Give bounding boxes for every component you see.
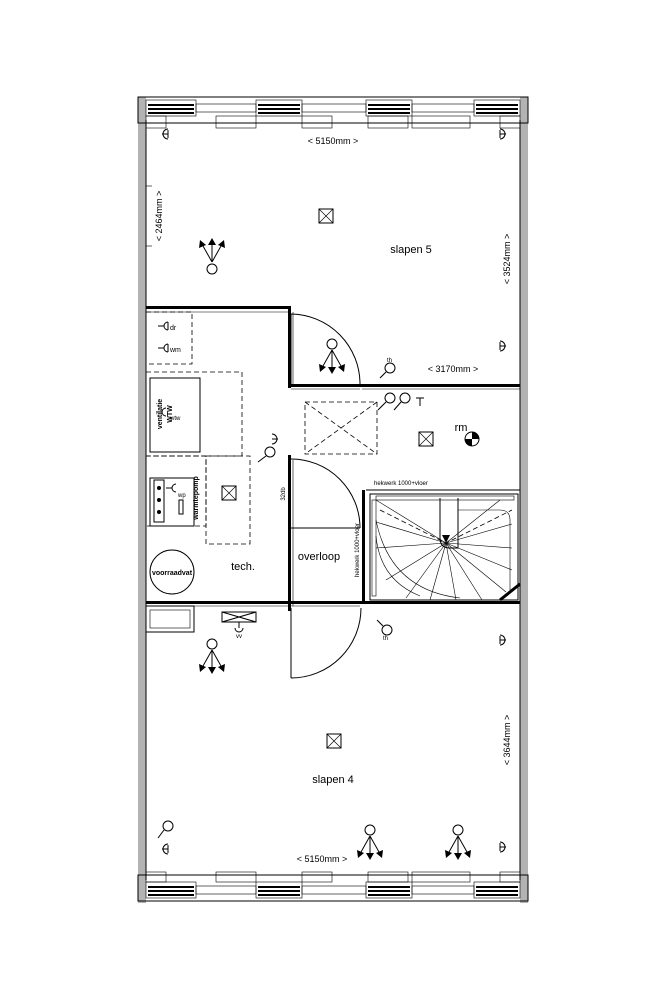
label-th-bottom: th [383, 636, 388, 642]
label-ventilatie: ventilatie [157, 399, 164, 429]
label-hekwerk-side: hekwerk 1000+vloer [355, 523, 361, 577]
dim-mid-width: < 3170mm > [428, 364, 479, 374]
label-wm: wm [169, 347, 181, 354]
lamp-slapen4-right [445, 824, 471, 860]
label-hekwerk-top: hekwerk 1000+vloer [374, 481, 428, 487]
lamp-slapen4-left [357, 824, 383, 860]
label-th-top: th [387, 358, 392, 364]
left-gray-wall [138, 97, 146, 903]
room-label-slapen4: slapen 4 [312, 774, 354, 786]
top-facade [137, 96, 529, 129]
lamp-overloop [319, 338, 345, 374]
dim-top-width: < 5150mm > [308, 136, 359, 146]
doors [290, 313, 362, 679]
vent-icon-slapen5 [318, 208, 334, 224]
dim-right-height-bottom: < 3644mm > [502, 715, 512, 766]
smoke-detector-icon [464, 431, 480, 447]
dim-left-height-top: < 2464mm > [154, 191, 164, 242]
staircase [369, 493, 521, 602]
label-wtw-big: WTW [167, 405, 174, 423]
light-well [304, 401, 378, 455]
vent-icon-tech [221, 485, 237, 501]
label-warmtepomp: warmtepomp [193, 476, 200, 521]
tech-equipment [145, 311, 251, 595]
bottom-facade [137, 871, 529, 902]
right-gray-wall [520, 97, 528, 903]
lamp-slapen5 [199, 238, 225, 275]
room-label-overloop: overloop [298, 551, 340, 563]
dim-right-height-top: < 3524mm > [502, 234, 512, 285]
dim-bottom-width: < 5150mm > [297, 854, 348, 864]
room-label-slapen5: slapen 5 [390, 244, 432, 256]
label-door-32db: 32db [281, 487, 287, 501]
switch-icons [157, 362, 424, 839]
voorraadvat-tank [149, 549, 195, 595]
vent-icon-slapen4 [326, 733, 342, 749]
label-wtw-small: wtw [169, 416, 181, 422]
interior-walls [145, 306, 520, 633]
room-label-tech: tech. [231, 561, 255, 573]
label-dr: dr [170, 325, 177, 332]
label-wp: wp [177, 493, 186, 499]
socket-icons [162, 128, 506, 855]
label-voorraadvat: voorraadvat [152, 570, 193, 577]
ventilation-valve-icon [221, 611, 257, 633]
label-vv: vv [236, 634, 242, 640]
vent-icon-hall [418, 431, 434, 447]
label-rm: rm [455, 422, 468, 434]
dimension-markers [146, 185, 152, 247]
lamp-slapen4-top [199, 638, 225, 674]
